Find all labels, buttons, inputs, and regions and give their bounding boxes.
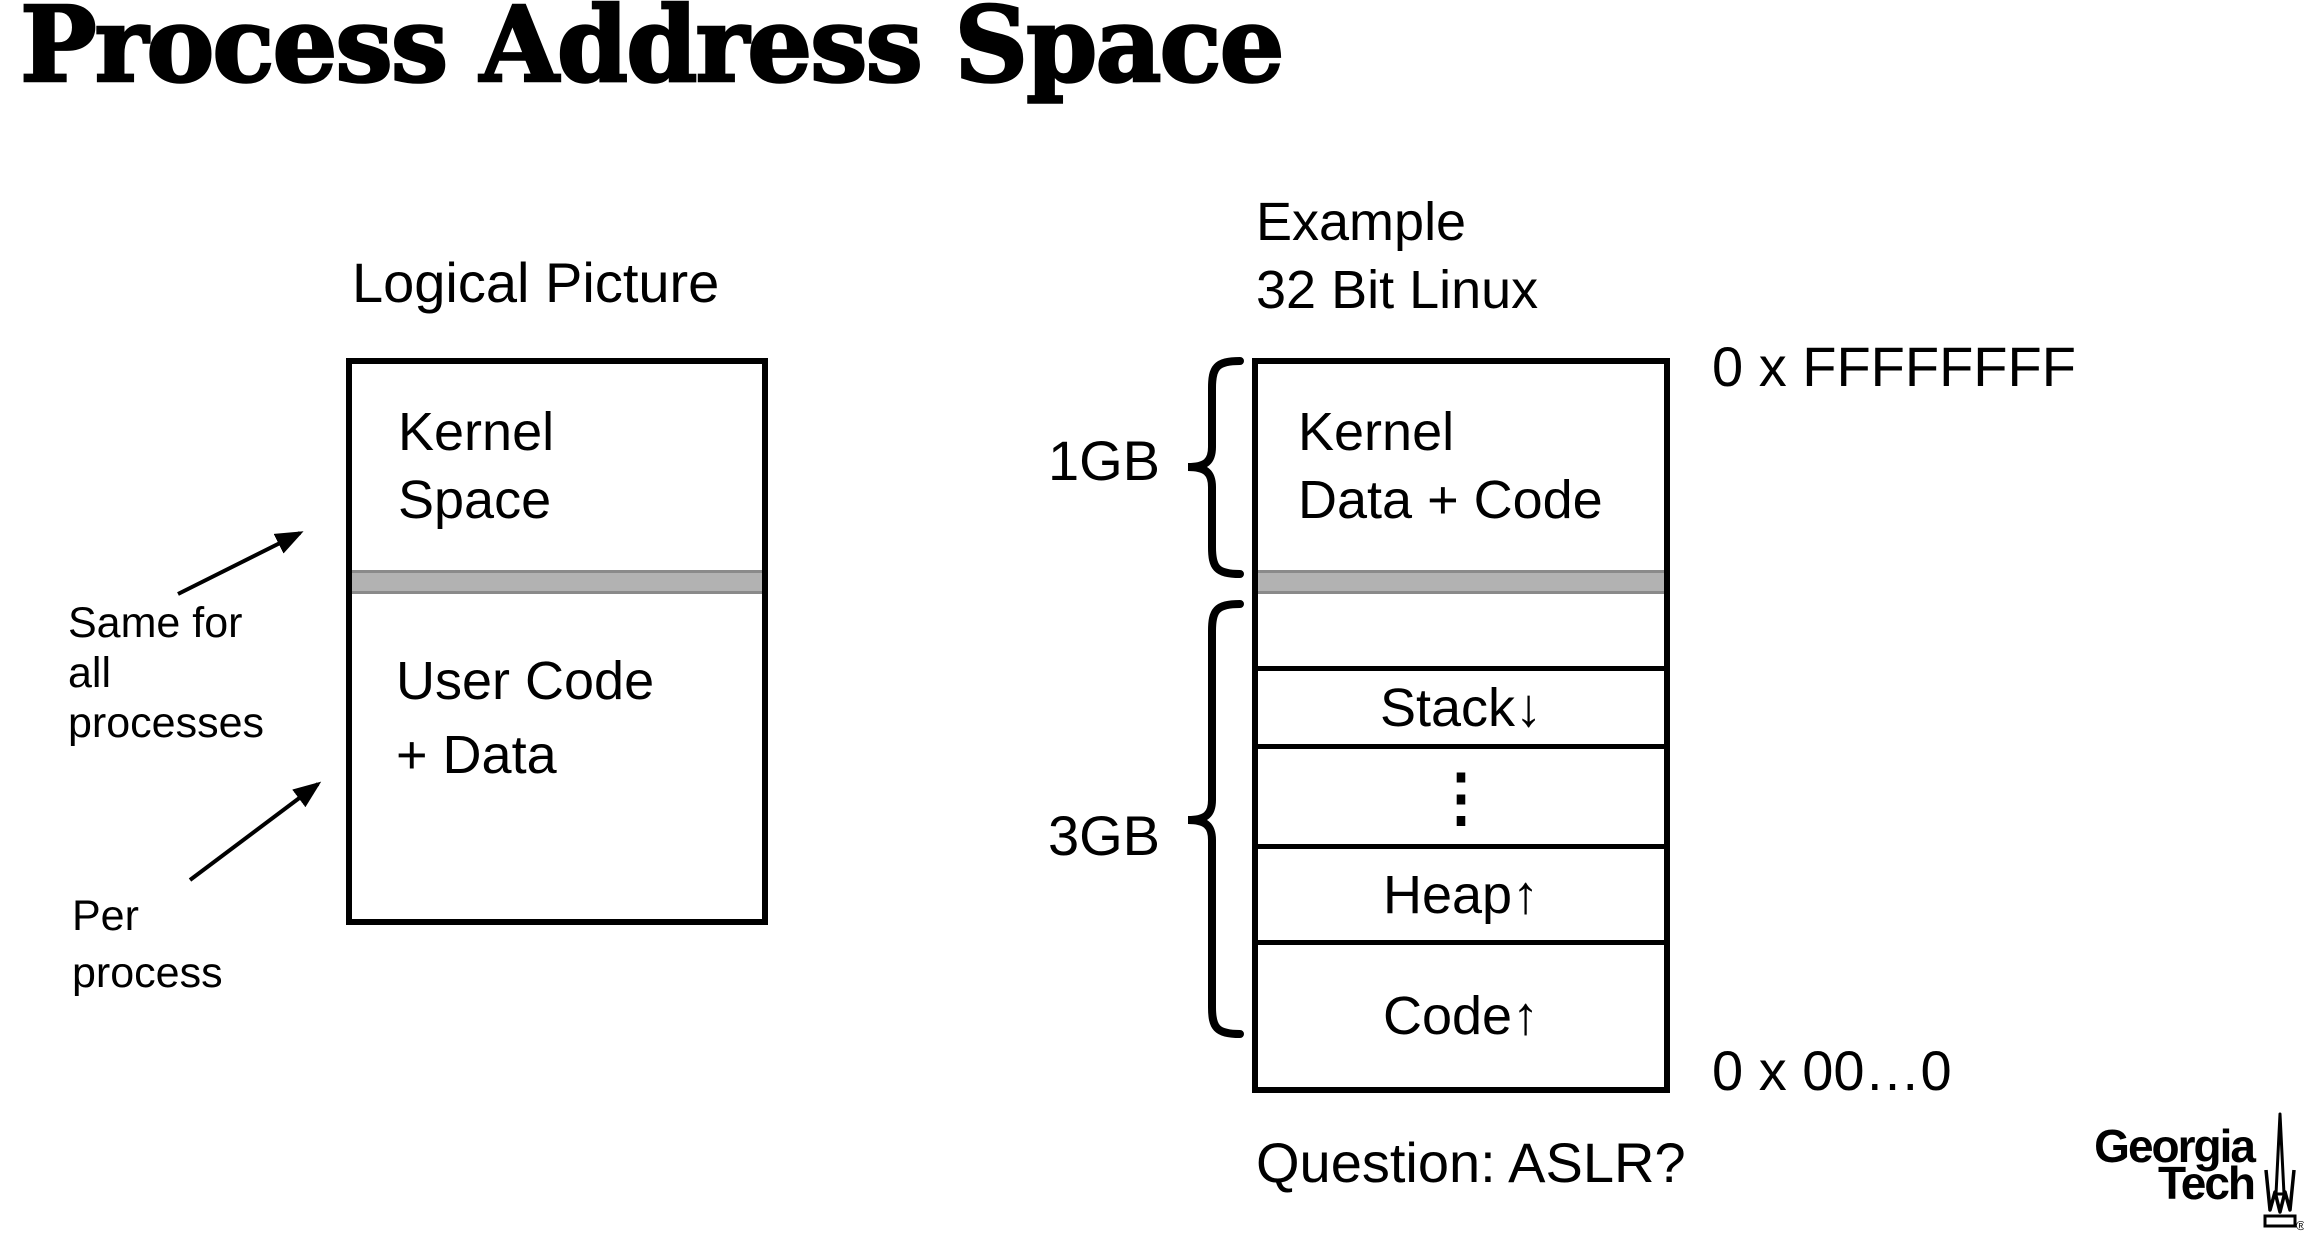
size-label-3gb: 3GB [1047,804,1160,867]
code-section: Code↑ [1382,986,1540,1046]
heap-section: Heap↑ [1258,849,1664,945]
kernel-user-divider [352,570,762,594]
kernel-space-label-line2: Space [398,470,552,530]
ellipsis-section: ⋮ [1258,749,1664,849]
brace-3gb [1187,600,1244,1038]
brace-1gb [1187,357,1244,578]
per-process-annotation: Per process [72,892,223,997]
logical-picture-heading: Logical Picture [352,251,720,314]
linux-address-space-box: Kernel Data + Code Stack↓ ⋮ Heap↑ Code↑ [1252,358,1670,1093]
example-heading: Example 32 Bit Linux [1256,192,1539,320]
registered-mark: ® [2296,1218,2304,1233]
logical-address-space-box: Kernel Space User Code + Data [346,358,768,925]
kernel-data-code-line2: Data + Code [1298,470,1603,530]
arrow-per-process [188,781,322,882]
kernel-user-divider [1258,570,1664,594]
unused-section [1258,594,1664,671]
stack-section: Stack↓ [1258,671,1664,749]
kernel-space-label-line1: Kernel [398,402,555,462]
size-label-1gb: 1GB [1047,429,1160,492]
logo-georgia: Georgia [2094,1120,2256,1172]
question-text: Question: ASLR? [1256,1131,1686,1194]
same-for-all-processes-annotation: Same for all processes [68,599,264,747]
kernel-data-code-section: Kernel Data + Code [1258,364,1664,570]
address-top: 0 x FFFFFFFF [1712,335,2076,398]
arrow-same-for-all [177,531,304,596]
georgia-tech-logo: Georgia Tech [2040,1120,2256,1209]
user-code-label-line1: User Code [396,651,655,711]
user-code-label-line2: + Data [396,725,557,785]
kernel-data-code-line1: Kernel [1298,402,1455,462]
kernel-space-section: Kernel Space [352,364,762,570]
address-bottom: 0 x 00…0 [1712,1039,1952,1102]
logo-tech: Tech [2158,1157,2256,1209]
tech-tower-icon [2263,1112,2297,1228]
slide-title: Process Address Space [19,0,1286,106]
user-code-section: User Code + Data [352,594,762,919]
